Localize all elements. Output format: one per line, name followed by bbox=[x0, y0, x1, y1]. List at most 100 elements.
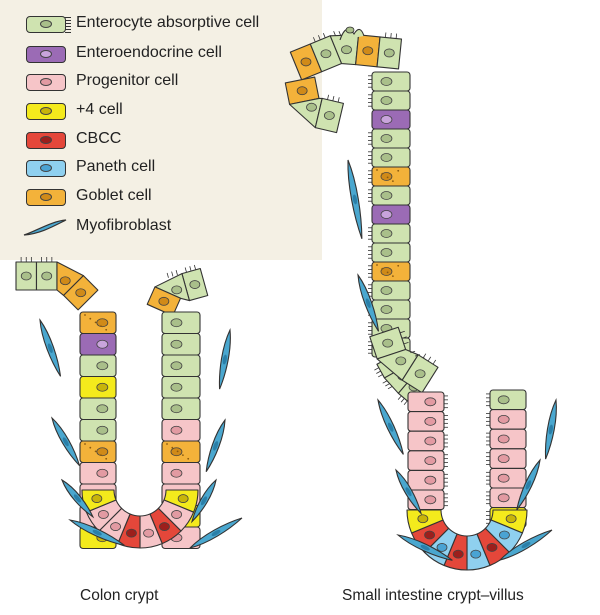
progenitor-nucleus bbox=[170, 425, 183, 435]
goblet-nucleus bbox=[380, 267, 393, 276]
myofibroblast-cell bbox=[396, 534, 453, 561]
myofibroblast-cell bbox=[190, 478, 217, 524]
myofibroblast-cell bbox=[357, 273, 380, 332]
cbcc-nucleus bbox=[126, 528, 137, 538]
plus4-nucleus bbox=[96, 382, 109, 392]
plus4-nucleus bbox=[505, 514, 517, 524]
goblet-nucleus bbox=[59, 276, 71, 286]
small-intestine-caption: Small intestine crypt–villus bbox=[342, 587, 524, 604]
progenitor-nucleus bbox=[424, 456, 437, 466]
legend-item-enterocyte: Enterocyte absorptive cell bbox=[26, 13, 316, 37]
enterocyte-nucleus bbox=[395, 356, 407, 366]
enterocyte-nucleus bbox=[383, 48, 395, 58]
goblet-swatch-icon bbox=[26, 189, 66, 206]
enteroendocrine-swatch-icon bbox=[26, 46, 66, 63]
enteroendocrine-nucleus bbox=[380, 210, 393, 219]
enterocyte-nucleus bbox=[170, 361, 183, 371]
enterocyte-nucleus bbox=[96, 404, 109, 414]
progenitor-nucleus bbox=[497, 414, 510, 424]
legend-item-enteroendocrine: Enteroendocrine cell bbox=[26, 43, 316, 67]
enterocyte-nucleus bbox=[380, 191, 393, 200]
progenitor-nucleus bbox=[424, 397, 437, 407]
progenitor-nucleus bbox=[98, 510, 109, 519]
progenitor-nucleus bbox=[497, 454, 510, 464]
legend-label: Progenitor cell bbox=[76, 72, 179, 89]
legend-label: Enteroendocrine cell bbox=[76, 44, 222, 61]
plus4-swatch-icon bbox=[26, 103, 66, 120]
legend-item-cbcc: CBCC bbox=[26, 129, 316, 153]
progenitor-nucleus bbox=[110, 522, 121, 531]
enterocyte-nucleus bbox=[414, 369, 426, 379]
myofibroblast-cell bbox=[516, 458, 541, 511]
enterocyte-swatch-icon bbox=[26, 16, 71, 33]
legend-item-paneth: Paneth cell bbox=[26, 157, 316, 181]
colon-crypt-caption: Colon crypt bbox=[80, 587, 159, 604]
enterocyte-nucleus bbox=[380, 305, 393, 314]
progenitor-nucleus bbox=[424, 475, 437, 485]
myofibroblast-cell bbox=[51, 416, 81, 467]
goblet-nucleus bbox=[362, 46, 374, 56]
legend-label: Enterocyte absorptive cell bbox=[76, 14, 260, 31]
paneth-nucleus bbox=[499, 530, 510, 540]
enterocyte-nucleus bbox=[320, 49, 332, 59]
enterocyte-nucleus bbox=[306, 102, 317, 112]
legend-item-plus4: +4 cell bbox=[26, 100, 316, 124]
myofibroblast-cell bbox=[395, 468, 423, 516]
myofibroblast-cell bbox=[347, 159, 363, 239]
myofibroblast-cell bbox=[544, 397, 557, 460]
goblet-nucleus bbox=[96, 447, 109, 457]
goblet-nucleus bbox=[75, 288, 87, 298]
paneth-swatch-icon bbox=[26, 160, 66, 177]
enterocyte-nucleus bbox=[380, 286, 393, 295]
goblet-nucleus bbox=[380, 172, 393, 181]
myofibroblast-cell bbox=[188, 517, 243, 550]
progenitor-nucleus bbox=[497, 473, 510, 483]
legend-label: Paneth cell bbox=[76, 158, 156, 175]
colon-crypt bbox=[15, 257, 209, 550]
cbcc-swatch-icon bbox=[26, 132, 66, 149]
enterocyte-nucleus bbox=[170, 339, 183, 349]
myofibroblast-cell bbox=[68, 519, 125, 546]
enterocyte-nucleus bbox=[189, 280, 201, 289]
progenitor-nucleus bbox=[424, 436, 437, 446]
enteroendocrine-nucleus bbox=[96, 339, 109, 349]
enterocyte-nucleus bbox=[170, 404, 183, 414]
legend-label: Goblet cell bbox=[76, 187, 152, 204]
enteroendocrine-nucleus bbox=[380, 115, 393, 124]
paneth-nucleus bbox=[436, 543, 448, 552]
myofibroblast-cell bbox=[60, 478, 95, 519]
cbcc-nucleus bbox=[424, 530, 435, 540]
myofibroblast-cell bbox=[377, 398, 404, 455]
enterocyte-nucleus bbox=[380, 96, 393, 105]
progenitor-nucleus bbox=[497, 493, 510, 503]
legend-panel: Enterocyte absorptive cell Enteroendocri… bbox=[0, 0, 322, 260]
goblet-nucleus bbox=[300, 57, 312, 67]
goblet-nucleus bbox=[170, 447, 183, 457]
progenitor-nucleus bbox=[424, 416, 437, 426]
cbcc-nucleus bbox=[486, 543, 498, 552]
cbcc-nucleus bbox=[452, 549, 464, 559]
enterocyte-nucleus bbox=[380, 77, 393, 86]
enterocyte-nucleus bbox=[380, 134, 393, 143]
enterocyte-nucleus bbox=[170, 382, 183, 392]
goblet-nucleus bbox=[158, 296, 170, 306]
enterocyte-nucleus bbox=[380, 248, 393, 257]
plus4-nucleus bbox=[177, 494, 189, 503]
myofibroblast-cell bbox=[498, 529, 553, 562]
tuft-icon bbox=[339, 28, 365, 41]
progenitor-nucleus bbox=[96, 468, 109, 478]
myofibroblast-layer bbox=[39, 159, 557, 562]
legend-item-goblet: Goblet cell bbox=[26, 186, 316, 210]
progenitor-nucleus bbox=[171, 510, 182, 519]
enterocyte-nucleus bbox=[20, 271, 32, 281]
myofibroblast-cell bbox=[39, 318, 62, 377]
enterocyte-nucleus bbox=[170, 318, 183, 328]
enterocyte-nucleus bbox=[497, 395, 510, 405]
enterocyte-nucleus bbox=[96, 425, 109, 435]
legend-item-progenitor: Progenitor cell bbox=[26, 71, 316, 95]
progenitor-nucleus bbox=[170, 468, 183, 478]
legend-item-myofibroblast: Myofibroblast bbox=[23, 216, 316, 240]
plus4-nucleus bbox=[91, 494, 103, 503]
myofibroblast-cell bbox=[218, 327, 231, 390]
goblet-nucleus bbox=[296, 86, 308, 96]
